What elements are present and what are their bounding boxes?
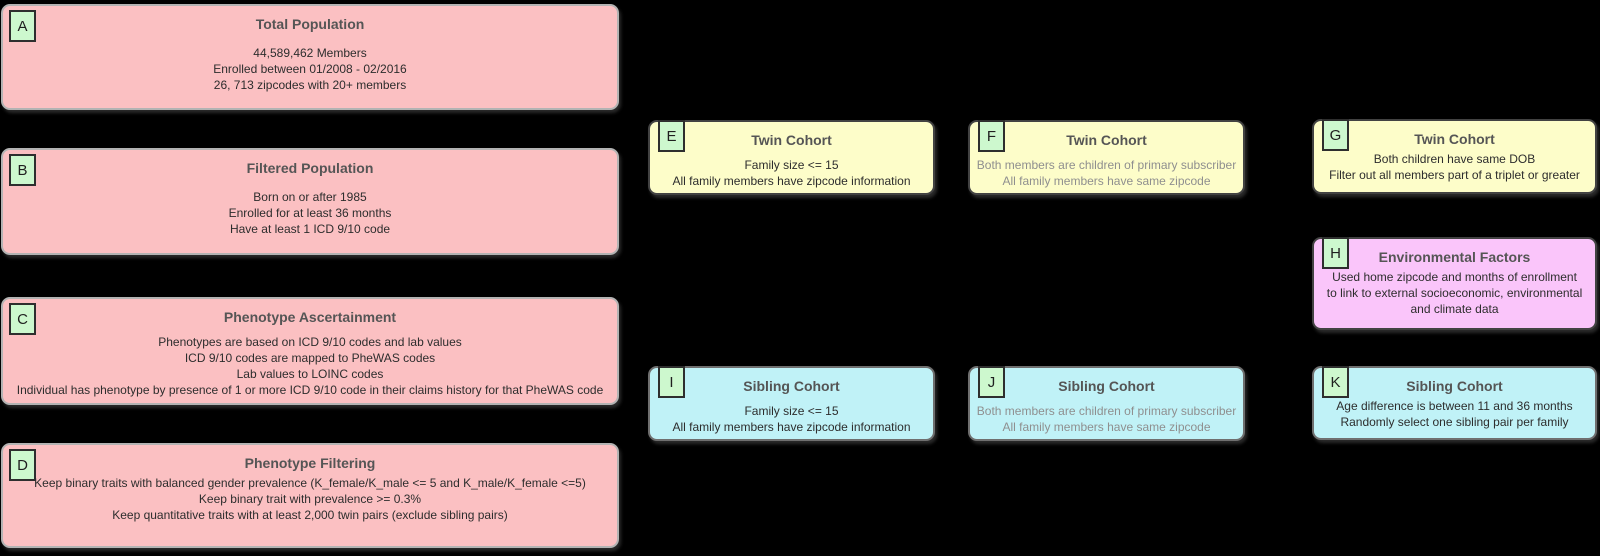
node-title: Sibling Cohort — [1058, 378, 1155, 394]
node-title: Twin Cohort — [751, 132, 832, 148]
node-letter-badge: E — [658, 120, 685, 152]
node-title: Environmental Factors — [1378, 249, 1531, 265]
node-title: Sibling Cohort — [1406, 378, 1503, 394]
node-title: Sibling Cohort — [743, 378, 840, 394]
node-text-line: Phenotypes are based on ICD 9/10 codes a… — [158, 335, 462, 349]
node-text-line: Randomly select one sibling pair per fam… — [1340, 415, 1569, 429]
node-letter-badge: B — [9, 154, 36, 186]
node-filtered-population: B Filtered Population Born on or after 1… — [1, 148, 619, 255]
node-text-line: Both children have same DOB — [1373, 152, 1536, 166]
node-letter-badge: J — [978, 366, 1005, 398]
node-letter-badge: A — [9, 10, 36, 42]
node-text-line: 26, 713 zipcodes with 20+ members — [213, 78, 407, 92]
node-title: Twin Cohort — [1066, 132, 1147, 148]
node-sibling-cohort-k: K Sibling Cohort Age difference is betwe… — [1312, 366, 1597, 440]
node-text-line: Both members are children of primary sub… — [976, 158, 1237, 172]
node-phenotype-ascertainment: C Phenotype Ascertainment Phenotypes are… — [1, 297, 619, 405]
node-text-line: All family members have zipcode informat… — [672, 174, 911, 188]
node-text-line: Both members are children of primary sub… — [976, 404, 1237, 418]
node-letter-badge: G — [1322, 119, 1349, 151]
node-text-line: ICD 9/10 codes are mapped to PheWAS code… — [184, 351, 436, 365]
node-phenotype-filtering: D Phenotype Filtering Keep binary traits… — [1, 443, 619, 548]
node-text-line: Family size <= 15 — [744, 158, 839, 172]
node-title: Phenotype Ascertainment — [223, 309, 397, 325]
node-text-line: 44,589,462 Members — [253, 46, 367, 60]
node-text-line: All family members have same zipcode — [1002, 174, 1211, 188]
node-letter-badge: I — [658, 366, 685, 398]
node-text-line: Used home zipcode and months of enrollme… — [1326, 270, 1583, 316]
node-text-line: Keep binary trait with prevalence >= 0.3… — [198, 492, 422, 506]
node-sibling-cohort-j: J Sibling Cohort Both members are childr… — [968, 366, 1245, 441]
node-text-line: Filter out all members part of a triplet… — [1329, 168, 1580, 182]
node-text-line: Age difference is between 11 and 36 mont… — [1336, 399, 1573, 413]
node-text-line: Individual has phenotype by presence of … — [16, 383, 604, 397]
node-letter-badge: H — [1322, 237, 1349, 269]
node-text-line: Born on or after 1985 — [253, 190, 367, 204]
node-text-line: Have at least 1 ICD 9/10 code — [229, 222, 391, 236]
node-letter-badge: C — [9, 303, 36, 335]
node-twin-cohort-g: G Twin Cohort Both children have same DO… — [1312, 119, 1597, 194]
node-letter-badge: K — [1322, 366, 1349, 398]
node-environmental-factors: H Environmental Factors Used home zipcod… — [1312, 237, 1597, 330]
node-twin-cohort-f: F Twin Cohort Both members are children … — [968, 120, 1245, 195]
node-title: Total Population — [255, 16, 365, 32]
node-total-population: A Total Population 44,589,462 Members En… — [1, 4, 619, 110]
node-twin-cohort-e: E Twin Cohort Family size <= 15 All fami… — [648, 120, 935, 195]
node-letter-badge: F — [978, 120, 1005, 152]
node-text-line: Family size <= 15 — [744, 404, 839, 418]
node-text-line: Keep quantitative traits with at least 2… — [112, 508, 508, 522]
node-title: Phenotype Filtering — [244, 455, 376, 471]
node-letter-badge: D — [9, 449, 36, 481]
node-text-line: Keep binary traits with balanced gender … — [34, 476, 586, 490]
node-title: Filtered Population — [246, 160, 374, 176]
node-text-line: All family members have same zipcode — [1002, 420, 1211, 434]
node-text-line: All family members have zipcode informat… — [672, 420, 911, 434]
node-sibling-cohort-i: I Sibling Cohort Family size <= 15 All f… — [648, 366, 935, 441]
node-text-line: Enrolled for at least 36 months — [228, 206, 392, 220]
node-text-line: Enrolled between 01/2008 - 02/2016 — [213, 62, 407, 76]
node-title: Twin Cohort — [1414, 131, 1495, 147]
node-text-line: Lab values to LOINC codes — [236, 367, 384, 381]
